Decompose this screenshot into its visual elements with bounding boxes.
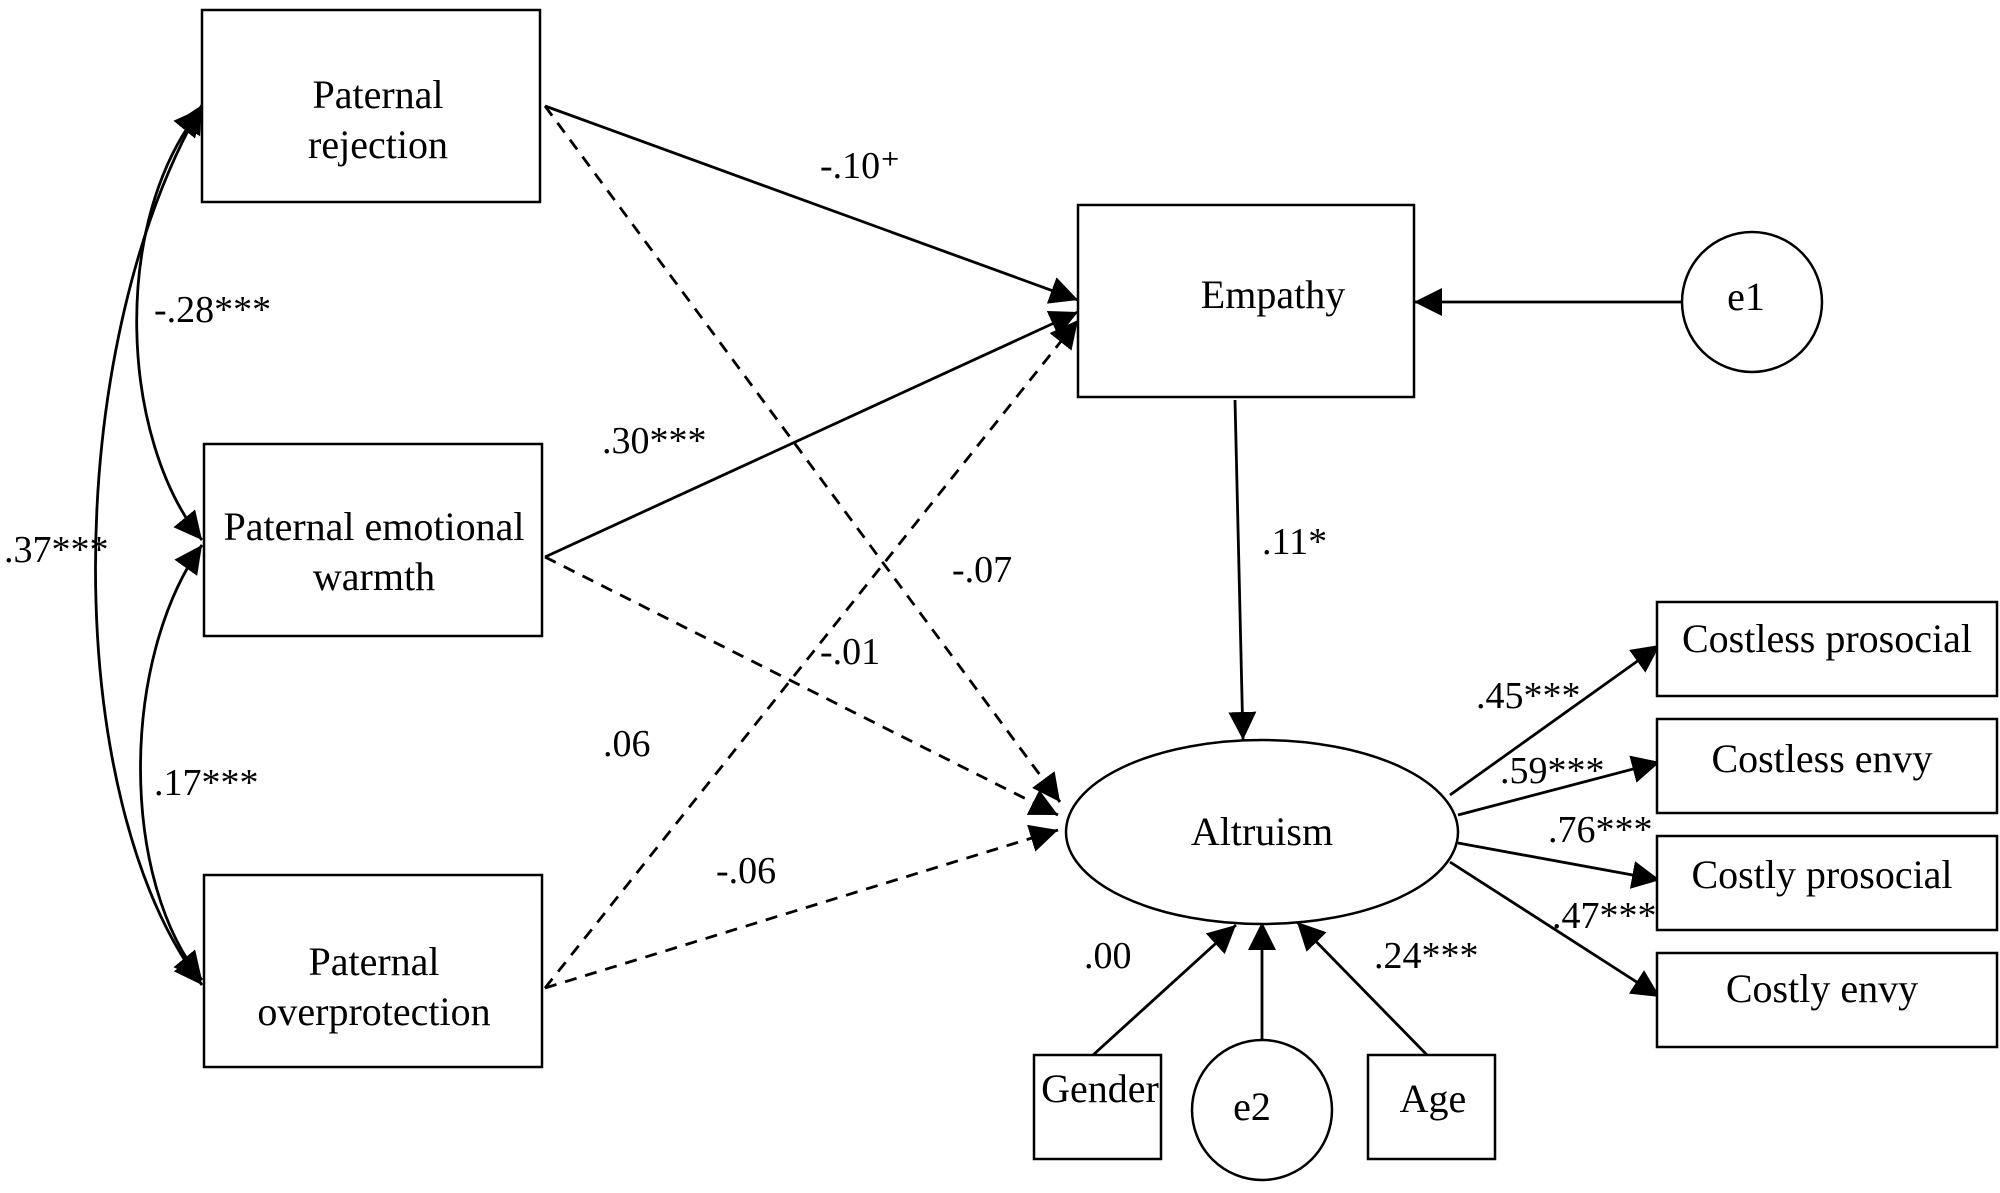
path-gender-altruism — [1092, 923, 1237, 1057]
node-e1: e1 — [1680, 230, 1824, 374]
node-costly-prosocial: Costly prosocial — [1655, 834, 1999, 932]
covariance-warmth-overprotection — [139, 544, 204, 981]
coef-warmth-empathy: .30*** — [602, 420, 707, 462]
svg-text:overprotection: overprotection — [257, 989, 490, 1034]
coef-altruism-costless-envy: .59*** — [1500, 750, 1605, 792]
svg-text:rejection: rejection — [308, 122, 448, 167]
coef-rejection-altruism: -.07 — [952, 549, 1012, 591]
svg-text:Costless prosocial: Costless prosocial — [1682, 616, 1972, 661]
path-warmth-empathy — [544, 310, 1079, 559]
covariance-rejection-overprotection — [94, 104, 204, 986]
coef-altruism-costly-prosocial: .76*** — [1548, 809, 1653, 851]
svg-text:Altruism: Altruism — [1191, 809, 1333, 854]
coef-empathy-altruism: .11* — [1262, 521, 1327, 563]
path-altruism-costless-envy — [1457, 755, 1661, 817]
svg-text:Age: Age — [1400, 1076, 1467, 1121]
coef-warmth-altruism: -.01 — [820, 631, 880, 673]
path-altruism-costless-prosocial — [1449, 643, 1661, 797]
path-overprotection-empathy — [543, 319, 1080, 989]
coef-rejection-warmth: -.28*** — [154, 289, 271, 331]
coef-age-altruism: .24*** — [1374, 935, 1479, 977]
svg-text:Paternal emotional: Paternal emotional — [223, 504, 524, 549]
svg-text:Gender: Gender — [1041, 1066, 1159, 1111]
path-overprotection-altruism — [544, 824, 1059, 990]
node-costless-prosocial: Costless prosocial — [1655, 600, 1999, 698]
coef-gender-altruism: .00 — [1084, 935, 1132, 977]
node-costless-envy: Costless envy — [1655, 717, 1999, 815]
path-warmth-altruism — [544, 555, 1059, 817]
path-empathy-altruism — [1228, 399, 1257, 741]
coef-overprotection-empathy: .06 — [603, 723, 651, 765]
node-costly-envy: Costly envy — [1655, 951, 1999, 1049]
node-altruism: Altruism — [1064, 738, 1460, 926]
coef-warmth-overprotection: .17*** — [154, 762, 259, 804]
node-age: Age — [1366, 1053, 1497, 1161]
svg-text:e2: e2 — [1233, 1084, 1271, 1129]
path-altruism-costly-prosocial — [1457, 841, 1661, 889]
svg-text:Costly prosocial: Costly prosocial — [1691, 852, 1952, 897]
svg-text:Costless envy: Costless envy — [1711, 736, 1932, 781]
node-paternal-rejection: Paternal rejection — [200, 8, 542, 204]
svg-text:Paternal: Paternal — [312, 72, 443, 117]
covariance-rejection-warmth — [135, 107, 204, 541]
path-rejection-empathy — [544, 104, 1079, 304]
node-paternal-warmth: Paternal emotional warmth — [202, 442, 544, 638]
coef-altruism-costless-prosocial: .45*** — [1476, 675, 1581, 717]
svg-text:Costly envy: Costly envy — [1726, 966, 1918, 1011]
path-rejection-altruism — [543, 105, 1062, 803]
svg-text:e1: e1 — [1727, 274, 1765, 319]
coef-rejection-empathy: -.10⁺ — [820, 145, 900, 187]
svg-text:warmth: warmth — [313, 554, 435, 599]
path-age-altruism — [1295, 921, 1429, 1056]
path-altruism-costly-envy — [1449, 860, 1661, 999]
svg-text:Paternal: Paternal — [308, 939, 439, 984]
svg-text:Empathy: Empathy — [1201, 272, 1345, 317]
node-e2: e2 — [1190, 1038, 1334, 1182]
coef-altruism-costly-envy: .47*** — [1552, 895, 1657, 937]
coef-overprotection-altruism: -.06 — [716, 850, 776, 892]
coef-rejection-overprotection: .37*** — [4, 529, 109, 571]
node-paternal-overprotection: Paternal overprotection — [202, 873, 544, 1069]
node-gender: Gender — [1032, 1053, 1163, 1161]
node-empathy: Empathy — [1076, 203, 1416, 399]
